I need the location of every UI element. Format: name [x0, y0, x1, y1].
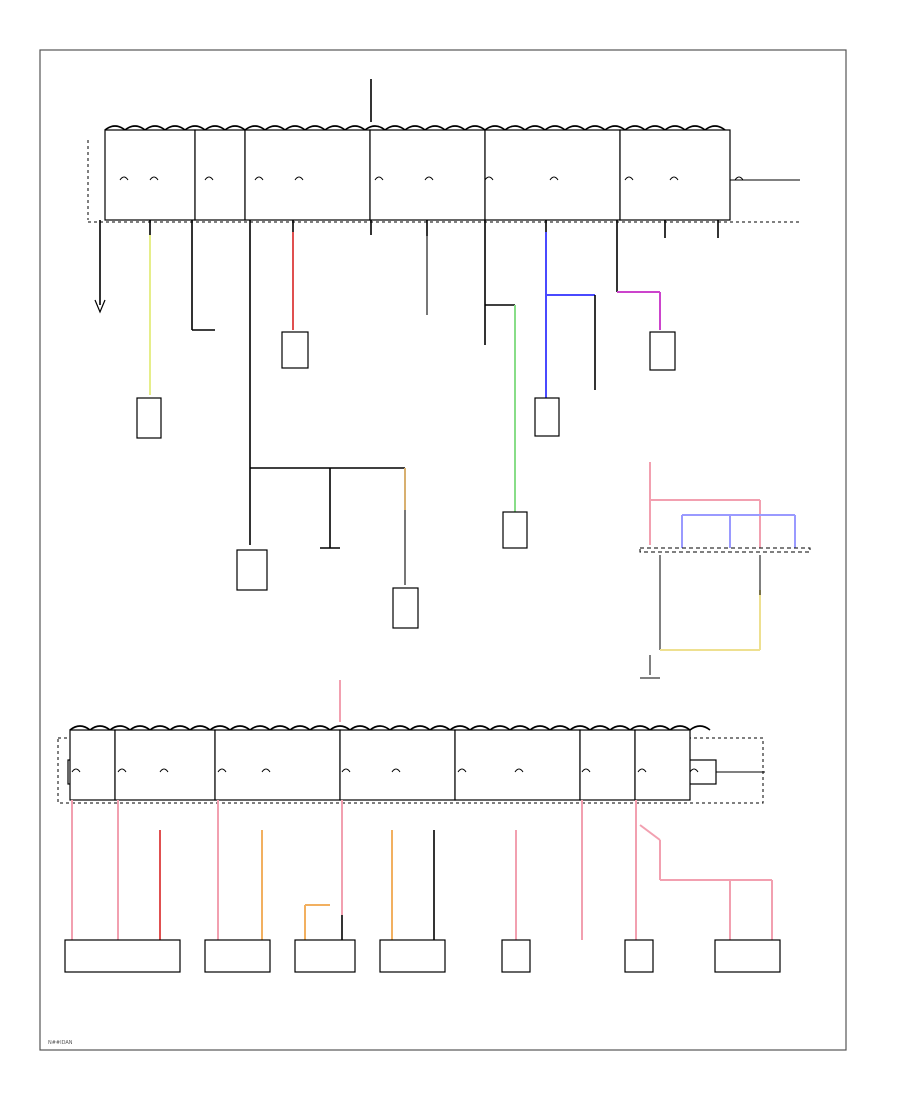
component-box-2 — [104, 129, 196, 221]
wire-segment-24 — [94, 299, 106, 314]
wire-segment-96 — [637, 768, 647, 773]
component-box-80 — [214, 729, 341, 801]
wire-segment-21 — [669, 176, 679, 181]
wire-segment-15 — [294, 176, 304, 181]
symbol-group — [71, 768, 699, 773]
wire-segment-12 — [149, 176, 159, 181]
wire-segment-90 — [261, 768, 271, 773]
wire-segment-20 — [624, 176, 634, 181]
component-box-114 — [501, 939, 531, 973]
component-box-4 — [244, 129, 371, 221]
component-box-81 — [339, 729, 456, 801]
component-box-122 — [624, 939, 654, 973]
component-box-48 — [502, 511, 528, 549]
component-box-7 — [619, 129, 731, 221]
component-box-76 — [57, 737, 764, 804]
wire-segment-22 — [734, 176, 744, 181]
wire-segment-91 — [341, 768, 351, 773]
diagram-frame — [39, 49, 847, 1051]
component-box-84 — [634, 729, 691, 801]
lower-fuse-box — [57, 680, 765, 804]
wire-segment-97 — [689, 768, 699, 773]
wire-segment-19 — [549, 176, 559, 181]
component-box-6 — [484, 129, 621, 221]
relay-circuit — [639, 462, 811, 679]
component-box-3 — [194, 129, 246, 221]
wire-segment-1 — [104, 125, 726, 132]
wire-segment-18 — [484, 176, 494, 181]
component-box-83 — [579, 729, 636, 801]
page-id: N##IDAN — [48, 1040, 73, 1046]
wire-segment-14 — [254, 176, 264, 181]
wire-segment-13 — [204, 176, 214, 181]
component-box-53 — [534, 397, 560, 437]
component-box-101 — [64, 939, 181, 973]
wire-segment-16 — [374, 176, 384, 181]
component-box-109 — [294, 939, 356, 973]
wire-segment-88 — [159, 768, 169, 773]
component-box-82 — [454, 729, 581, 801]
upper-branch-wires — [94, 220, 719, 629]
lower-branch-wires — [64, 800, 781, 973]
wire-segment-17 — [424, 176, 434, 181]
component-box-57 — [649, 331, 676, 371]
component-box-104 — [204, 939, 271, 973]
component-box-34 — [236, 549, 268, 591]
component-box-27 — [136, 397, 162, 439]
wire-segment-11 — [119, 176, 129, 181]
upper-fuse-box — [87, 65, 800, 223]
component-box-67 — [639, 547, 811, 553]
wire-segment-89 — [217, 768, 227, 773]
wire-segment-92 — [391, 768, 401, 773]
component-box-112 — [379, 939, 446, 973]
component-box-79 — [114, 729, 216, 801]
wire-segment-86 — [71, 768, 81, 773]
component-box-37 — [281, 331, 309, 369]
component-box-78 — [69, 729, 116, 801]
symbol-group — [119, 176, 744, 181]
wire-segment-95 — [581, 768, 591, 773]
component-box-5 — [369, 129, 486, 221]
component-box-41 — [392, 587, 419, 629]
upper-feed-label-box — [350, 65, 392, 79]
wire-segment-117 — [639, 824, 661, 841]
wire-segment-87 — [117, 768, 127, 773]
wire-segment-93 — [457, 768, 467, 773]
component-box-123 — [714, 939, 781, 973]
wire-segment-94 — [514, 768, 524, 773]
